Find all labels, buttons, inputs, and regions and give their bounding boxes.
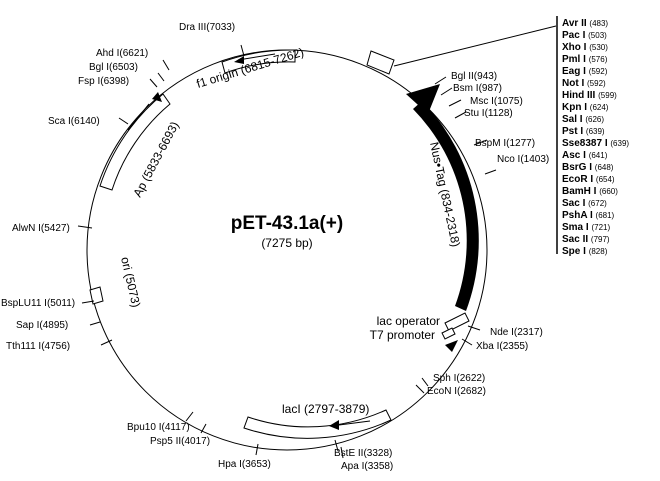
laci-feature (243, 409, 392, 439)
restriction-sites: Dra III(7033) Ahd I(6621) Bgl I(6503) Fs… (1, 22, 549, 472)
lac-operator-marker (444, 312, 470, 332)
site-label: Tth111 I(4756) (6, 341, 70, 352)
mcs-item: PshA I (681) (562, 210, 615, 221)
mcs-item: Pst I (639) (562, 126, 605, 137)
mcs-item: Eag I (592) (562, 66, 608, 77)
site-label: Apa I(3358) (341, 461, 393, 472)
site-label: Ahd I(6621) (96, 48, 148, 59)
site-label: Xba I(2355) (476, 341, 528, 352)
site-label: Nco I(1403) (497, 154, 549, 165)
site-label: BstE II(3328) (334, 448, 392, 459)
ap-arrowhead (152, 92, 162, 102)
ori-marker (89, 286, 104, 305)
site-label: Hpa I(3653) (218, 459, 271, 470)
ap-arrow-line (127, 103, 150, 131)
mcs-item: Sal I (626) (562, 114, 604, 125)
mcs-item: Sma I (721) (562, 222, 610, 233)
mcs-item: Asc I (641) (562, 150, 608, 161)
site-label: AlwN I(5427) (12, 223, 70, 234)
site-label: Msc I(1075) (470, 96, 523, 107)
site-label: Bgl II(943) (451, 71, 497, 82)
mcs-item: Hind III (599) (562, 90, 617, 101)
mcs-region-marker (366, 50, 395, 75)
site-label: Dra III(7033) (179, 22, 235, 33)
mcs-item: Not I (592) (562, 78, 606, 89)
mcs-callout-line (393, 25, 557, 67)
laci-arrow-line (338, 420, 371, 426)
mcs-item: Spe I (828) (562, 246, 608, 257)
mcs-item: Sac II (797) (562, 234, 610, 245)
t7-direction-arrow (445, 340, 458, 352)
site-label: Psp5 II(4017) (150, 436, 210, 447)
site-label: Bsm I(987) (453, 83, 502, 94)
mcs-item: Avr II (483) (562, 18, 608, 29)
nus-tag-arrowhead (406, 84, 440, 114)
site-label: Nde I(2317) (490, 327, 543, 338)
f1-origin-label: f1 origin (6815-7262) (195, 45, 306, 91)
mcs-list: Avr II (483) Pac I (503) Xho I (530) Pml… (562, 18, 629, 257)
plasmid-size: (7275 bp) (261, 236, 312, 250)
site-label: Sca I(6140) (48, 116, 100, 127)
mcs-item: Pac I (503) (562, 30, 607, 41)
ap-feature (99, 93, 171, 191)
mcs-item: Pml I (576) (562, 54, 608, 65)
site-label: BspLU11 I(5011) (1, 298, 75, 309)
mcs-item: EcoR I (654) (562, 174, 615, 185)
site-label: BspM I(1277) (475, 138, 535, 149)
f1-origin-feature (221, 49, 296, 74)
f1-origin-arrow (237, 53, 276, 61)
site-label: Sph I(2622) (433, 373, 485, 384)
mcs-item: Sse8387 I (639) (562, 138, 629, 149)
t7-promoter-marker (441, 327, 456, 340)
site-label: Stu I(1128) (464, 108, 513, 119)
nus-tag-feature (413, 101, 479, 311)
mcs-item: Xho I (530) (562, 42, 608, 53)
site-label: Bpu10 I(4117) (127, 422, 190, 433)
t7-promoter-label: T7 promoter (370, 328, 435, 342)
f1-origin-arrowhead (234, 56, 244, 64)
site-ticks (77, 44, 497, 459)
site-label: EcoN I(2682) (427, 386, 486, 397)
site-label: Sap I(4895) (16, 320, 68, 331)
site-label: Fsp I(6398) (78, 76, 129, 87)
ori-label: ori (5073) (118, 256, 143, 309)
mcs-item: Sac I (672) (562, 198, 607, 209)
laci-label: lacI (2797-3879) (282, 402, 369, 416)
laci-arrowhead (329, 420, 339, 430)
mcs-item: BamH I (660) (562, 186, 618, 197)
mcs-item: Kpn I (624) (562, 102, 609, 113)
mcs-item: BsrG I (648) (562, 162, 614, 173)
lac-operator-label: lac operator (377, 314, 440, 328)
site-label: Bgl I(6503) (89, 62, 138, 73)
plasmid-name: pET-43.1a(+) (231, 213, 343, 234)
